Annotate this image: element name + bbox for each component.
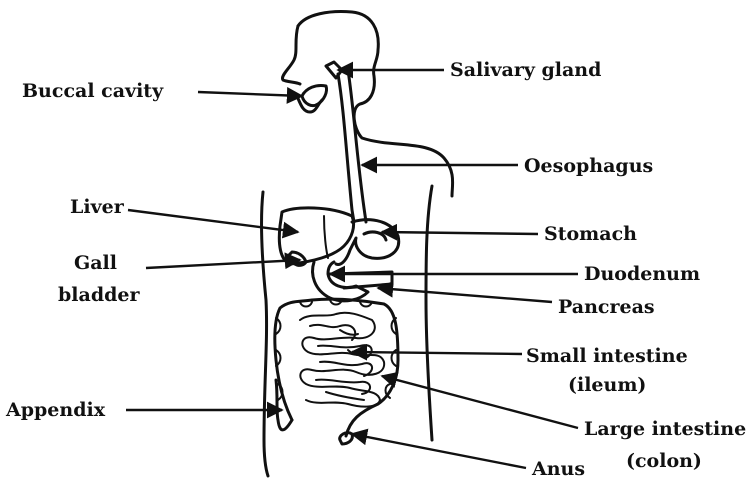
label-appendix: Appendix [6, 399, 105, 421]
label-gall-bladder-line1: Gall [74, 252, 117, 274]
label-salivary-gland: Salivary gland [450, 59, 601, 81]
pancreas-pointer [378, 288, 552, 302]
label-large-intestine-line2: (colon) [626, 450, 702, 472]
label-gall-bladder-line2: bladder [58, 284, 139, 306]
stomach-pointer [382, 232, 538, 234]
liver-pointer [128, 210, 298, 232]
mouth-and-salivary-gland [302, 62, 342, 106]
label-liver: Liver [70, 196, 124, 218]
label-large-intestine-line1: Large intestine [584, 418, 746, 440]
label-oesophagus: Oesophagus [524, 155, 653, 177]
small-intestine-coils [300, 313, 384, 407]
stomach-shape [336, 220, 399, 265]
buccal-cavity-pointer [198, 92, 302, 96]
label-anus: Anus [532, 458, 585, 480]
label-stomach: Stomach [544, 223, 637, 245]
oesophagus-tube [338, 70, 366, 222]
label-pancreas: Pancreas [558, 296, 655, 318]
pointer-lines [126, 70, 578, 468]
label-buccal-cavity: Buccal cavity [22, 80, 163, 102]
large-intestine-pointer [382, 376, 578, 428]
anus-pointer [352, 434, 526, 468]
gall-bladder-pointer [146, 260, 300, 268]
label-small-intestine-line1: Small intestine [526, 345, 688, 367]
label-small-intestine-line2: (ileum) [568, 374, 646, 396]
liver-shape [279, 208, 353, 265]
small-intestine-pointer [352, 352, 522, 354]
duodenum-and-pancreas [313, 262, 392, 301]
label-duodenum: Duodenum [584, 263, 700, 285]
